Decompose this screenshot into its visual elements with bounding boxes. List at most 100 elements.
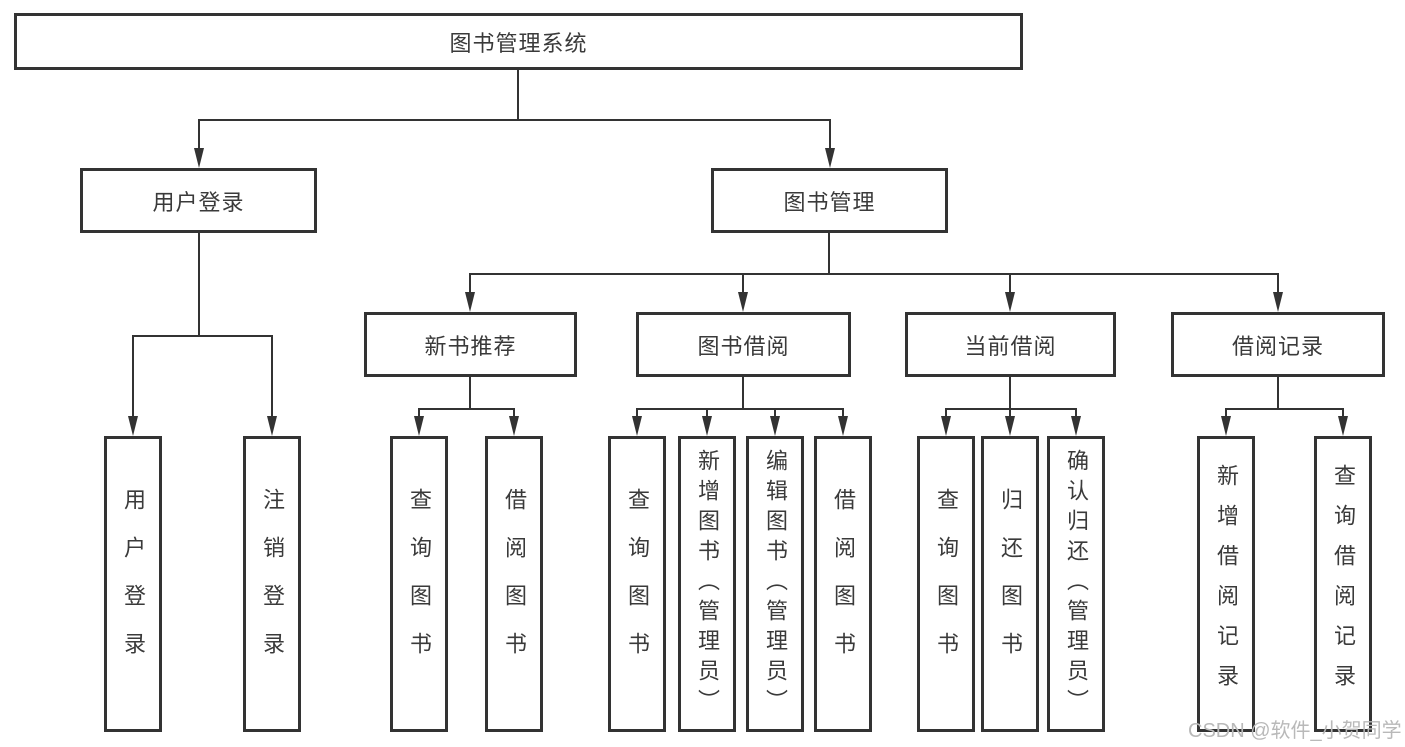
arrow-to-leaf-return-book <box>1005 408 1015 436</box>
arrow-head-icon <box>267 416 277 436</box>
leaf-query-book-a-label: 查询图书 <box>407 488 432 680</box>
arrow-to-leaf-add-book <box>702 408 712 436</box>
connector-stem-book-management <box>828 233 830 275</box>
leaf-return-book-label: 归还图书 <box>998 488 1023 680</box>
arrow-to-leaf-logout <box>267 335 277 436</box>
node-book-management: 图书管理 <box>711 168 948 233</box>
arrow-to-leaf-edit-book <box>770 408 780 436</box>
connector-split-new-book-recommend <box>418 408 515 410</box>
arrow-shaft <box>132 335 134 418</box>
leaf-edit-book-admin-label: 编辑图书（管理员） <box>763 449 788 719</box>
leaf-query-borrow-record: 查询借阅记录 <box>1314 436 1372 732</box>
arrow-shaft <box>1342 408 1344 418</box>
leaf-query-book-b-label: 查询图书 <box>625 488 650 680</box>
arrow-shaft <box>706 408 708 418</box>
leaf-query-borrow-record-label: 查询借阅记录 <box>1331 464 1356 704</box>
arrow-to-leaf-borrow-book-a <box>509 408 519 436</box>
node-new-book-recommend: 新书推荐 <box>364 312 577 377</box>
arrow-head-icon <box>414 416 424 436</box>
arrow-head-icon <box>825 148 835 168</box>
leaf-borrow-book-b: 借阅图书 <box>814 436 872 732</box>
node-current-borrow: 当前借阅 <box>905 312 1116 377</box>
arrow-to-new-book-recommend <box>465 273 475 312</box>
arrow-shaft <box>1277 273 1279 294</box>
leaf-query-book-c-label: 查询图书 <box>934 488 959 680</box>
connector-split-book-management <box>469 273 1279 275</box>
connector-stem-user-login <box>198 233 200 337</box>
arrow-to-leaf-query-book-a <box>414 408 424 436</box>
arrow-shaft <box>774 408 776 418</box>
node-book-borrow-label: 图书借阅 <box>697 333 790 359</box>
arrow-shaft <box>742 273 744 294</box>
arrow-head-icon <box>702 416 712 436</box>
leaf-borrow-book-b-label: 借阅图书 <box>831 488 856 680</box>
leaf-logout-login-label: 注销登录 <box>260 488 285 680</box>
node-current-borrow-label: 当前借阅 <box>964 333 1057 359</box>
arrow-shaft <box>469 273 471 294</box>
arrow-shaft <box>1009 273 1011 294</box>
leaf-confirm-return-admin: 确认归还（管理员） <box>1047 436 1105 732</box>
leaf-add-borrow-record: 新增借阅记录 <box>1197 436 1255 732</box>
arrow-head-icon <box>738 292 748 312</box>
connector-split-current-borrow <box>945 408 1077 410</box>
arrow-to-borrow-records <box>1273 273 1283 312</box>
arrow-shaft <box>829 119 831 150</box>
connector-stem-book-borrow <box>742 377 744 410</box>
arrow-head-icon <box>1005 416 1015 436</box>
arrow-head-icon <box>770 416 780 436</box>
arrow-shaft <box>842 408 844 418</box>
arrow-shaft <box>418 408 420 418</box>
arrow-shaft <box>945 408 947 418</box>
node-user-login: 用户登录 <box>80 168 317 233</box>
arrow-to-current-borrow <box>1005 273 1015 312</box>
arrow-head-icon <box>941 416 951 436</box>
leaf-confirm-return-admin-label: 确认归还（管理员） <box>1064 449 1089 719</box>
leaf-edit-book-admin: 编辑图书（管理员） <box>746 436 804 732</box>
arrow-head-icon <box>194 148 204 168</box>
arrow-to-leaf-user-login <box>128 335 138 436</box>
arrow-shaft <box>198 119 200 150</box>
arrow-shaft <box>636 408 638 418</box>
arrow-shaft <box>513 408 515 418</box>
arrow-to-user-login <box>194 119 204 168</box>
connector-stem-root <box>517 70 519 121</box>
leaf-user-login-label: 用户登录 <box>121 488 146 680</box>
arrow-head-icon <box>465 292 475 312</box>
csdn-watermark: CSDN @软件_小贺同学 <box>1188 720 1402 742</box>
connector-split-root <box>198 119 831 121</box>
connector-stem-current-borrow <box>1009 377 1011 410</box>
leaf-query-book-c: 查询图书 <box>917 436 975 732</box>
arrow-to-leaf-query-book-c <box>941 408 951 436</box>
arrow-head-icon <box>838 416 848 436</box>
leaf-add-book-admin-label: 新增图书（管理员） <box>695 449 720 719</box>
arrow-head-icon <box>1005 292 1015 312</box>
leaf-return-book: 归还图书 <box>981 436 1039 732</box>
arrow-head-icon <box>1071 416 1081 436</box>
leaf-query-book-a: 查询图书 <box>390 436 448 732</box>
connector-split-book-borrow <box>636 408 844 410</box>
leaf-add-book-admin: 新增图书（管理员） <box>678 436 736 732</box>
leaf-borrow-book-a-label: 借阅图书 <box>502 488 527 680</box>
leaf-add-borrow-record-label: 新增借阅记录 <box>1214 464 1239 704</box>
arrow-head-icon <box>1338 416 1348 436</box>
node-new-book-recommend-label: 新书推荐 <box>424 333 517 359</box>
leaf-borrow-book-a: 借阅图书 <box>485 436 543 732</box>
node-borrow-records-label: 借阅记录 <box>1231 333 1324 359</box>
node-borrow-records: 借阅记录 <box>1171 312 1385 377</box>
connector-split-borrow-records <box>1225 408 1344 410</box>
arrow-to-leaf-confirm-return <box>1071 408 1081 436</box>
arrow-head-icon <box>632 416 642 436</box>
arrow-shaft <box>1009 408 1011 418</box>
arrow-head-icon <box>128 416 138 436</box>
arrow-to-leaf-query-book-b <box>632 408 642 436</box>
arrow-shaft <box>1075 408 1077 418</box>
leaf-logout-login: 注销登录 <box>243 436 301 732</box>
connector-split-user-login <box>132 335 273 337</box>
arrow-to-leaf-add-record <box>1221 408 1231 436</box>
node-book-management-label: 图书管理 <box>783 189 876 215</box>
node-user-login-label: 用户登录 <box>152 189 245 215</box>
leaf-user-login: 用户登录 <box>104 436 162 732</box>
arrow-shaft <box>1225 408 1227 418</box>
node-root-label: 图书管理系统 <box>449 30 588 56</box>
